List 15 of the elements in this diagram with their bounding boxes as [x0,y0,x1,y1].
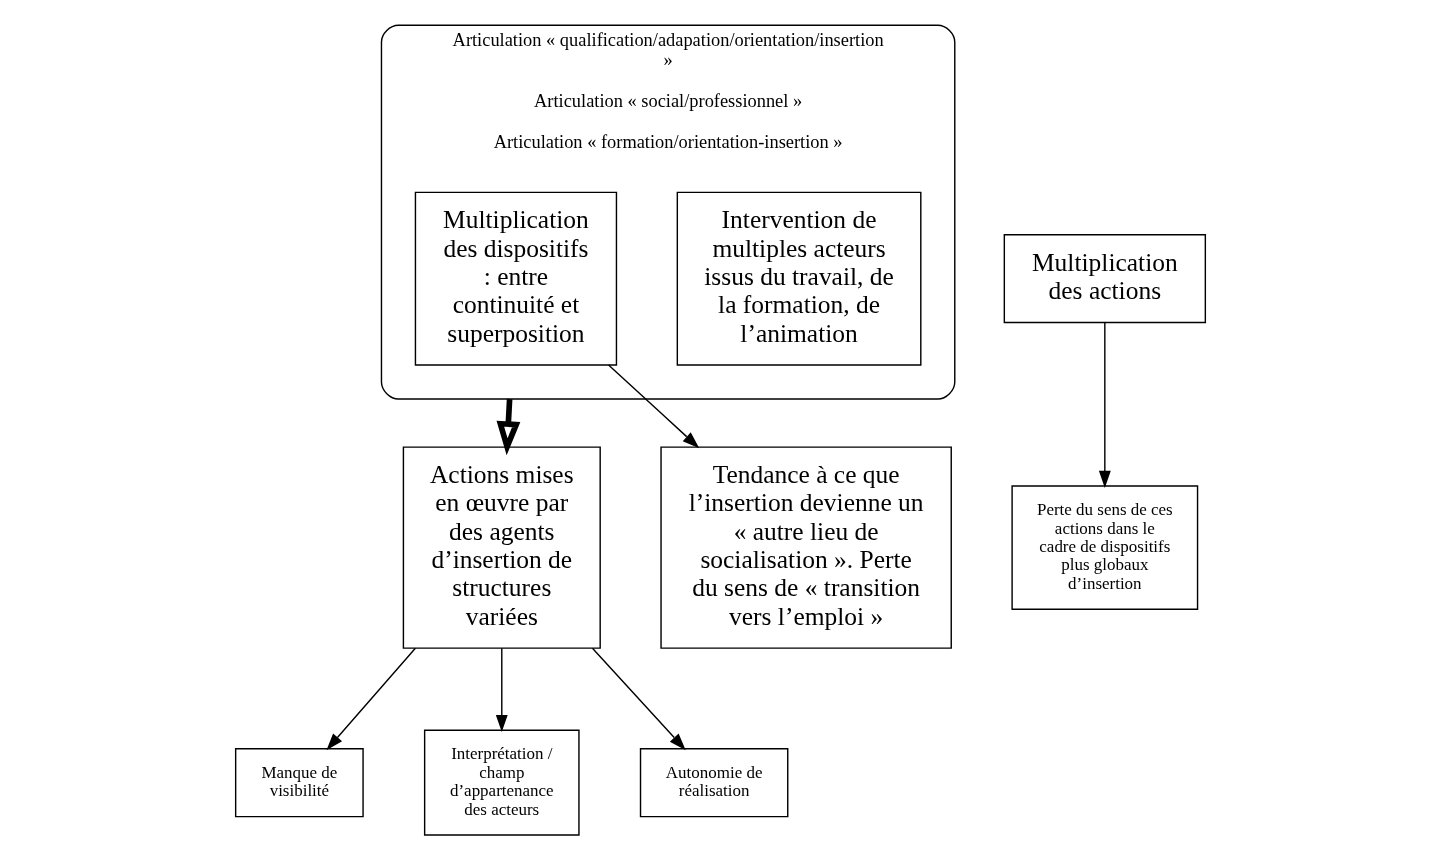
arrow [591,647,686,751]
arrow [326,647,417,751]
node-box: Multiplication des dispositifs : entre continuité et superposition [414,191,618,366]
node-box: Multiplication des actions [1003,234,1207,324]
node-box: Tendance à ce que l’insertion devienne un « autre lieu de socialisation ». Perte du sens de « transition vers l’emploi » [660,446,952,649]
arrow [496,398,521,456]
node-box: Perte du sens de ces actions dans le cadre de dispositifs plus globaux d’insertion [1011,485,1199,610]
arrow [607,364,700,449]
node-box: Manque de visibilité [234,747,364,818]
node-box: Intervention de multiples acteurs issus du travail, de la formation, de l’animation [676,191,922,366]
node-box: Interprétation / champ d’appartenance des acteurs [423,729,580,836]
node-box: Actions mises en œuvre par des agents d’insertion de structures variées [402,446,601,649]
arrow [1098,322,1111,488]
node-box: Autonomie de réalisation [639,747,789,818]
arrow [495,647,508,732]
